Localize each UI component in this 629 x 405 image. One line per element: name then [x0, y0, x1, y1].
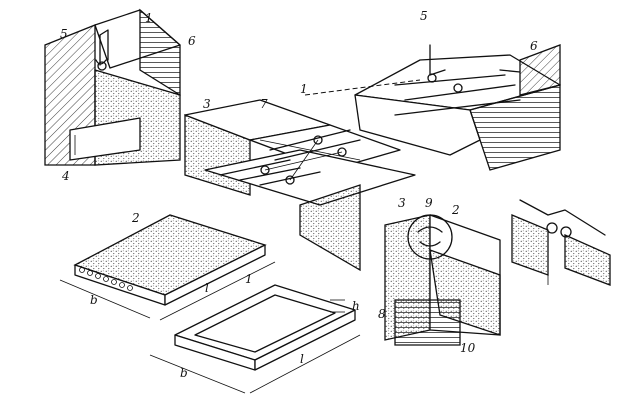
- center-slab-assembly: [184, 99, 416, 272]
- label-3-joint: 3: [398, 196, 406, 210]
- hollow-cores: [79, 267, 133, 291]
- label-6-left: 6: [188, 34, 196, 48]
- label-10: 10: [460, 341, 476, 355]
- label-9: 9: [425, 196, 433, 210]
- label-1-center: 1: [300, 82, 308, 96]
- label-3-center: 3: [203, 97, 211, 111]
- label-5-left: 5: [60, 27, 68, 41]
- label-6-right: 6: [530, 39, 538, 53]
- labels: 1 5 6 3 4 7 1 5 6 2 1 3 9 2 8 10 b l b l…: [60, 9, 538, 380]
- ribbed-slab: [149, 284, 361, 394]
- label-2-joint: 2: [451, 203, 460, 217]
- dim-l-hollow: l: [205, 281, 209, 295]
- label-1-top: 1: [145, 11, 153, 25]
- dim-h: h: [352, 299, 360, 313]
- detail-callout-circle: [407, 214, 453, 260]
- top-right-slab-wall: [354, 44, 561, 171]
- label-7: 7: [260, 97, 268, 111]
- label-2-slab: 2: [131, 211, 140, 225]
- dim-b-ribbed: b: [180, 366, 188, 380]
- dim-b-hollow: b: [90, 293, 98, 307]
- label-4: 4: [61, 169, 70, 183]
- wall-beam-detail: [44, 8, 181, 166]
- hollow-core-slab: [59, 214, 276, 321]
- detail-I: [511, 199, 611, 286]
- leader-1: [304, 79, 421, 96]
- label-1-ribbed: 1: [245, 272, 253, 286]
- dim-l-ribbed: l: [300, 352, 304, 366]
- joint-detail: [384, 214, 501, 346]
- label-8: 8: [378, 307, 386, 321]
- label-5-right: 5: [420, 9, 428, 23]
